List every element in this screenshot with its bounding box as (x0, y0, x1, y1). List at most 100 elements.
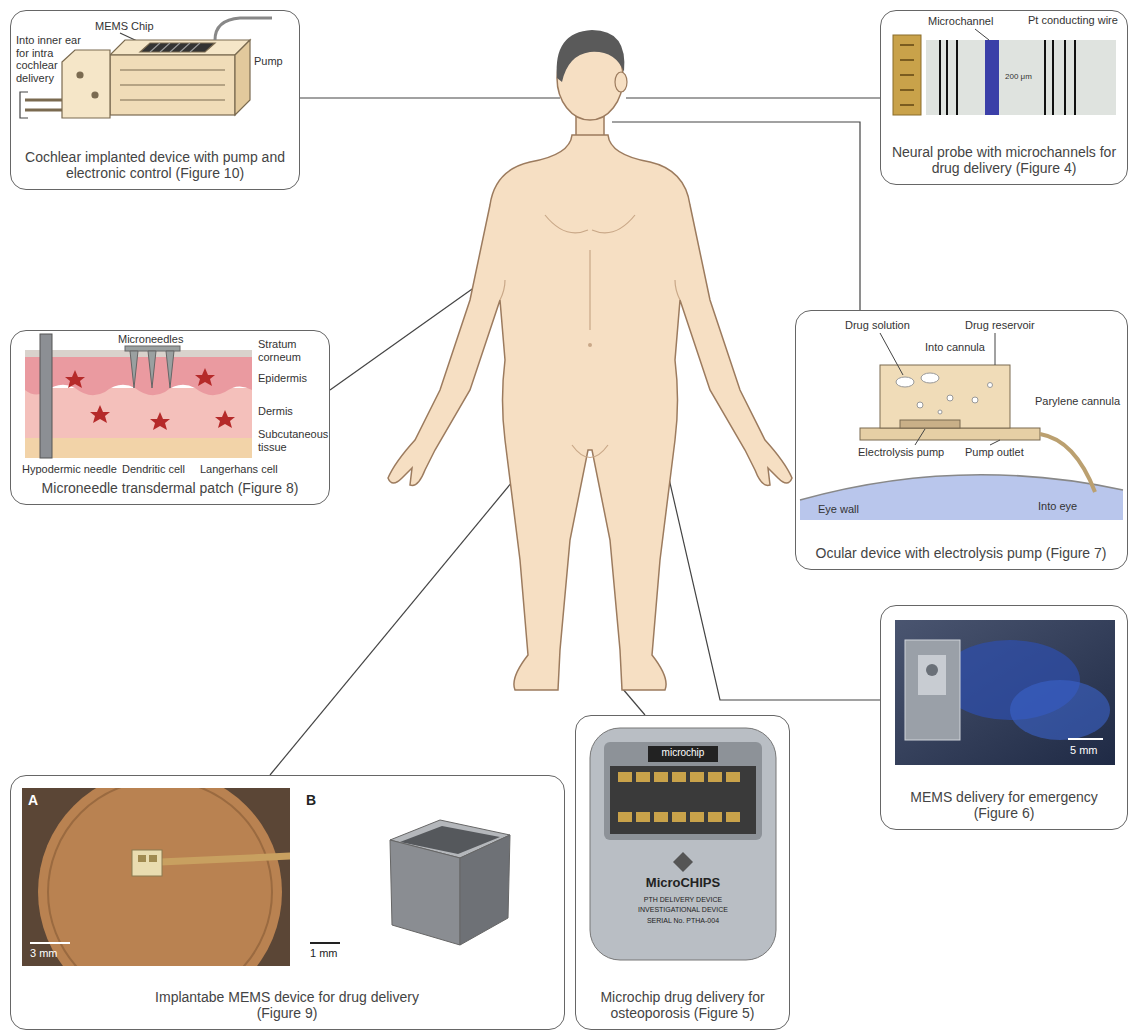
cochlear-device (25, 99, 62, 102)
emergency-photo (895, 620, 1115, 765)
neural-probe (893, 35, 921, 115)
skin-layers (125, 346, 180, 351)
leader-line (622, 688, 645, 715)
cochlear-device (140, 43, 215, 52)
implant-photo (149, 855, 157, 862)
neural-probe (893, 29, 1116, 115)
microchip-photo (708, 772, 722, 782)
ocular-device (800, 475, 1123, 500)
part-label: PTH DELIVERY DEVICE (613, 896, 753, 904)
part-label: Microchannel (928, 15, 993, 28)
microchip-photo (654, 772, 668, 782)
neural-probe (926, 40, 1116, 115)
neural-probe (985, 40, 999, 115)
microchip-photo (672, 812, 686, 822)
part-label: Drug reservoir (965, 319, 1035, 332)
part-label: Electrolysis pump (858, 446, 944, 459)
emergency-photo (926, 664, 938, 676)
microchip-photo (672, 772, 686, 782)
ocular-device (988, 383, 993, 388)
microchip-photo (590, 728, 776, 960)
figure-panel: Implantabe MEMS device for drug delivery… (10, 775, 565, 1030)
neural-probe (1052, 40, 1054, 115)
skin-layers (215, 410, 235, 428)
part-label: 1 mm (310, 947, 338, 960)
part-label: 3 mm (30, 947, 58, 960)
microchip-photo (654, 812, 668, 822)
part-label: Into eye (1038, 500, 1077, 513)
panel-caption: Microneedle transdermal patch (Figure 8) (20, 480, 320, 496)
part-label: Pump outlet (965, 446, 1024, 459)
leader-line (270, 98, 880, 775)
implant-photo (38, 788, 290, 966)
emergency-photo (1068, 738, 1103, 740)
human-figure (388, 135, 792, 690)
part-label: Into cannula (925, 341, 985, 354)
leader-line (626, 97, 880, 98)
panel-caption: Microchip drug delivery for osteoporosis… (585, 989, 780, 1021)
leader-line (300, 97, 560, 98)
microchip-photo (610, 766, 756, 834)
ocular-device (800, 475, 1123, 520)
cochlear-device (20, 18, 272, 118)
part-label: Pump (254, 55, 283, 68)
panel-caption: Implantabe MEMS device for drug delivery… (137, 989, 437, 1021)
part-label: MicroCHIPS (613, 876, 753, 891)
cochlear-device (110, 55, 235, 115)
cochlear-device (215, 18, 272, 40)
ocular-device (800, 333, 1123, 520)
neural-probe (946, 40, 948, 115)
part-label: Parylene cannula (1035, 395, 1120, 408)
human-figure (557, 30, 625, 82)
skin-layers (25, 438, 252, 458)
cochlear-device (25, 109, 62, 112)
microchip-photo (690, 812, 704, 822)
part-label: Dermis (258, 405, 293, 418)
ocular-device (860, 428, 1040, 440)
emergency-photo (918, 655, 946, 695)
skin-layers (65, 368, 235, 430)
ocular-device (1040, 434, 1095, 492)
cochlear-device (120, 69, 225, 70)
cochlear-device (77, 72, 83, 78)
ocular-device (896, 377, 914, 387)
ocular-device (880, 333, 903, 375)
skin-layers (150, 412, 170, 430)
human-figure (500, 215, 680, 458)
ocular-device (917, 402, 923, 408)
emergency-photo (1010, 680, 1110, 740)
skin-layers (25, 388, 252, 438)
neural-probe (1044, 40, 1046, 115)
implant-photo (22, 770, 510, 1014)
neural-probe (940, 40, 1075, 115)
microchip-photo (636, 812, 650, 822)
cochlear-device (120, 99, 225, 100)
implant-photo (460, 835, 510, 945)
microchip-photo (726, 772, 740, 782)
panel-caption: MEMS delivery for emergency (Figure 6) (889, 789, 1119, 821)
implant-photo (132, 850, 162, 876)
ocular-device (921, 373, 939, 383)
cochlear-device (110, 40, 250, 55)
cochlear-device (20, 92, 28, 118)
figure-panel: Microchip drug delivery for osteoporosis… (575, 715, 790, 1030)
implant-photo (390, 840, 460, 945)
implant-photo (310, 942, 340, 944)
microchip-photo (636, 772, 650, 782)
cochlear-device (62, 50, 110, 118)
emergency-photo (905, 640, 960, 740)
ocular-device (990, 440, 1000, 445)
ocular-device (880, 333, 1000, 445)
panel-caption: Neural probe with microchannels for drug… (889, 144, 1119, 176)
microchip-photo (618, 772, 740, 822)
implant-photo (30, 942, 70, 944)
part-label: MEMS Chip (95, 20, 154, 33)
part-label: A (28, 792, 38, 808)
neural-probe (939, 40, 941, 115)
part-label: Langerhans cell (200, 463, 278, 476)
microchip-photo (690, 772, 704, 782)
ocular-device (972, 397, 978, 403)
panel-caption: Ocular device with electrolysis pump (Fi… (806, 545, 1116, 561)
part-label: INVESTIGATIONAL DEVICE (613, 906, 753, 914)
implant-photo (138, 855, 146, 862)
